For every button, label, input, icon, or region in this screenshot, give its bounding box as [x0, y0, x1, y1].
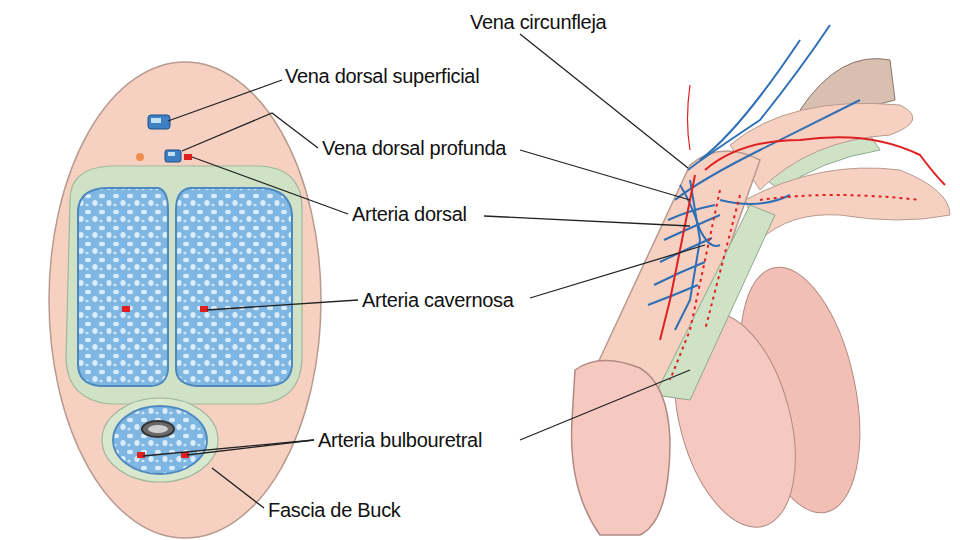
- part-label: Vena circunfleja: [470, 10, 606, 34]
- part-label: Arteria bulbouretral: [318, 428, 482, 452]
- cross-section: [49, 62, 321, 538]
- part-label: Fascia de Buck: [268, 498, 401, 522]
- part-label: Vena dorsal profunda: [322, 136, 506, 160]
- leader-lines: [143, 34, 705, 508]
- side-view: [572, 25, 950, 540]
- part-label: Arteria dorsal: [352, 202, 467, 226]
- part-label: Arteria cavernosa: [362, 288, 514, 312]
- part-label: Vena dorsal superficial: [285, 64, 479, 88]
